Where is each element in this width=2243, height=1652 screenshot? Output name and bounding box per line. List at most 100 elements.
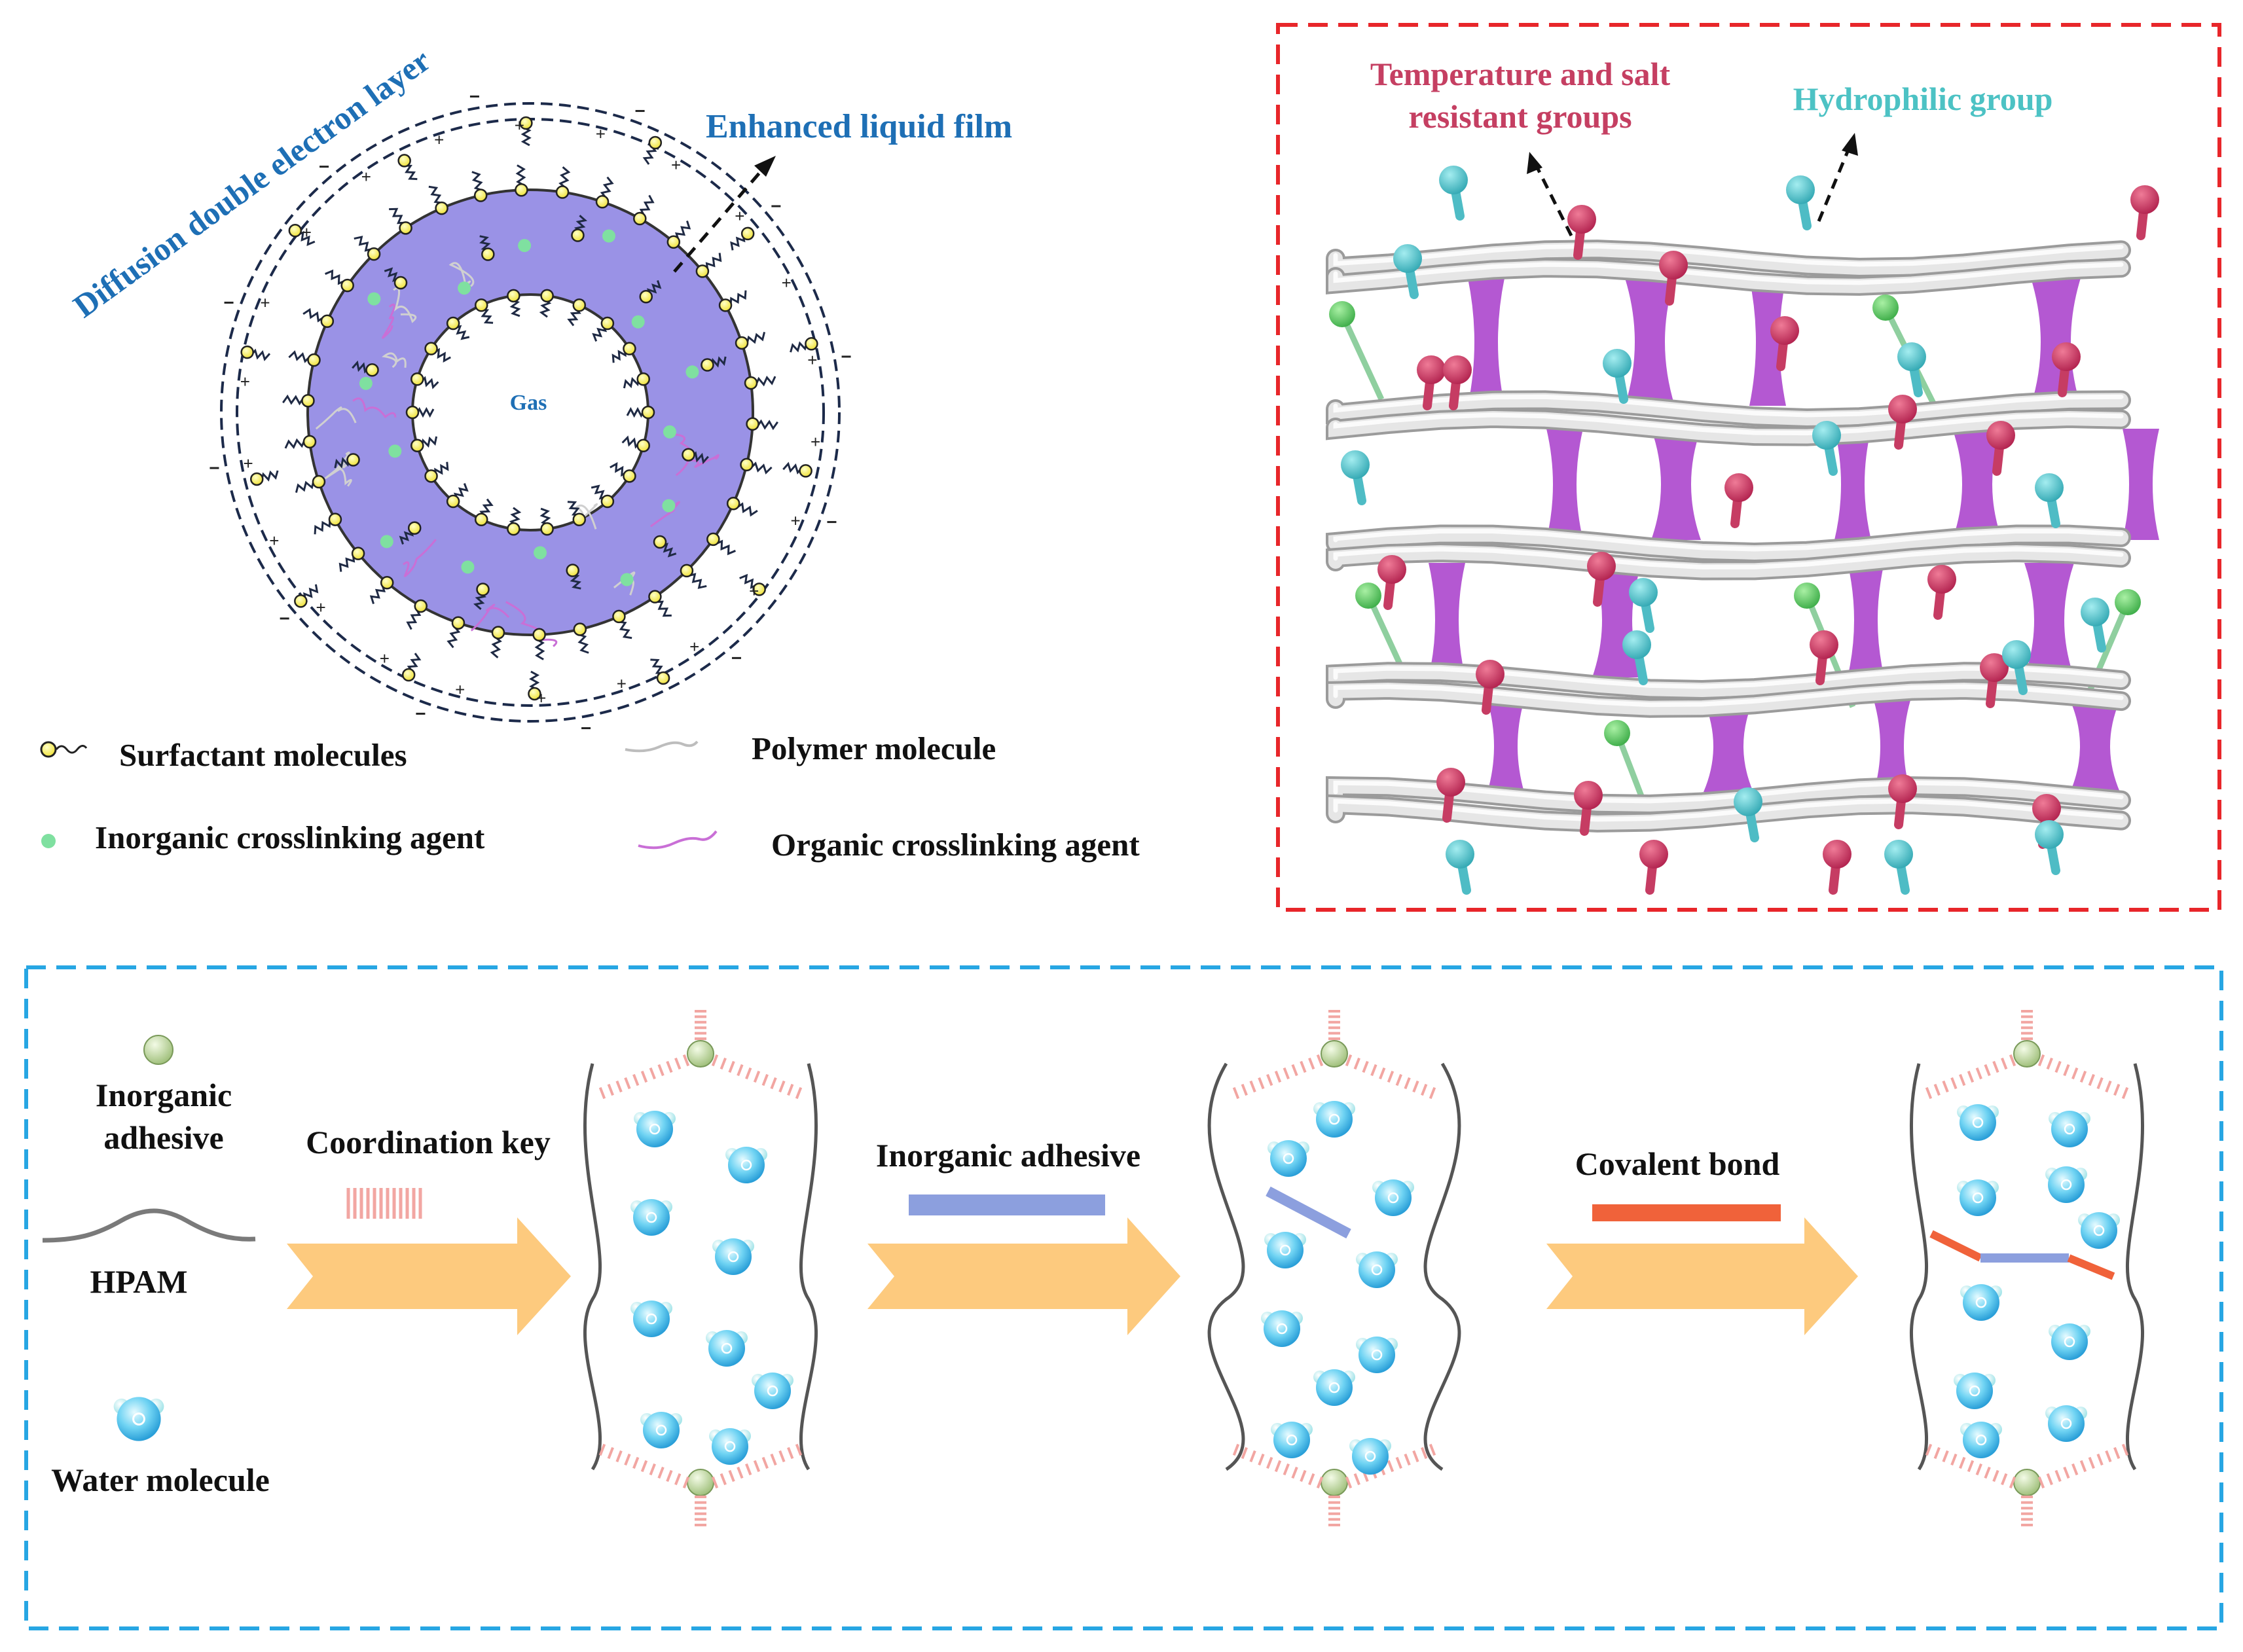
inorganic-crosslink-ball xyxy=(1604,720,1630,746)
water-molecule xyxy=(2049,1111,2090,1147)
water-molecule xyxy=(1954,1373,1996,1409)
inorganic-crosslink-ball xyxy=(1794,583,1820,609)
oxygen-mark xyxy=(1975,1297,1987,1308)
step-2-inorganic-adhesive: Inorganic adhesive xyxy=(867,1137,1180,1335)
coordination-bond-hatch xyxy=(2079,1460,2087,1473)
oxygen-atom xyxy=(2081,1212,2117,1249)
water-molecule xyxy=(1960,1422,2002,1458)
oxygen-atom xyxy=(712,1428,748,1465)
coordination-bond-hatch xyxy=(1421,1446,1428,1460)
coordination-bond-hatch xyxy=(1404,1453,1411,1466)
coordination-bond-hatch xyxy=(1353,1473,1360,1486)
inorganic-adhesive-node xyxy=(687,1040,714,1068)
polymer-strand-highlight xyxy=(1333,412,2124,436)
coordination-bond-hatch xyxy=(2009,1054,2016,1067)
coordination-bond-hatch xyxy=(1967,1460,1975,1473)
hydrophilic-group-ball xyxy=(1897,342,1926,371)
inorganic-legend-icon xyxy=(41,834,56,848)
plus-charge: + xyxy=(596,124,606,143)
oxygen-mark xyxy=(1364,1450,1376,1462)
step-3-covalent-bond: Covalent bond xyxy=(1546,1145,1858,1335)
inorganic-crosslink-ball xyxy=(1355,583,1381,609)
coordination-bond-hatch xyxy=(2063,1064,2070,1077)
coordination-bond-hatch xyxy=(682,1476,690,1489)
surfactant-head xyxy=(302,435,317,449)
inorganic-crosslink-ball xyxy=(2115,589,2141,615)
organic-crosslink-pillar xyxy=(1487,700,1524,792)
polymer-chain xyxy=(448,262,475,287)
oxygen-atom xyxy=(117,1397,161,1441)
covalent-bond-bar-icon xyxy=(1592,1204,1781,1221)
coordination-bond-hatch xyxy=(1232,1086,1240,1100)
surfactant-head xyxy=(805,336,818,351)
hydrophilic-group-ball xyxy=(2081,598,2109,626)
surfactant-head xyxy=(320,314,335,329)
legend-inorganic: Inorganic crosslinking agent xyxy=(95,819,485,855)
surfactant-head xyxy=(491,626,505,639)
water-molecule xyxy=(2049,1323,2090,1360)
plus-charge: + xyxy=(434,130,444,150)
oxygen-mark xyxy=(740,1159,752,1171)
polymer-strand-highlight xyxy=(1333,799,2124,822)
coordination-bond-hatch xyxy=(2088,1073,2095,1086)
surfactant-head xyxy=(706,532,720,547)
hpam-label: HPAM xyxy=(90,1263,187,1300)
coordination-key-icon xyxy=(346,1188,422,1219)
plus-charge: + xyxy=(260,293,270,312)
polymer-strand-highlight xyxy=(1333,529,2124,552)
coordination-bond-hatch xyxy=(632,1073,640,1086)
surfactant-head xyxy=(718,298,733,312)
surfactant-head xyxy=(424,342,438,355)
resistant-group-ball xyxy=(1574,781,1603,810)
resistant-group-ball xyxy=(2130,185,2159,214)
coordination-bond-hatch xyxy=(674,1473,682,1486)
outer-surfactant-layer xyxy=(240,116,818,701)
water-molecule xyxy=(725,1147,767,1183)
coordination-bond-hatch xyxy=(2054,1060,2062,1073)
surfactant-head xyxy=(701,358,714,372)
oxygen-atom xyxy=(754,1373,791,1409)
organic-crosslinker xyxy=(470,603,510,632)
oxygen-mark xyxy=(724,1441,736,1452)
surfactant-head xyxy=(623,469,636,483)
surfactant-head xyxy=(612,609,626,624)
hydrophilic-label: Hydrophilic group xyxy=(1793,81,2053,117)
water-molecule xyxy=(1957,1179,1999,1216)
resistant-group-ball xyxy=(1659,251,1688,279)
coordination-bond-hatch xyxy=(640,1460,648,1473)
organic-crosslink-pillar xyxy=(1749,278,1786,406)
organic-crosslinker xyxy=(686,454,720,469)
coordination-bond-hatch xyxy=(1412,1080,1419,1093)
coordination-bond-hatch xyxy=(1308,1057,1315,1070)
coordination-bond-hatch xyxy=(1959,1073,1966,1086)
hpam-chain-icon xyxy=(42,1208,256,1243)
coordination-bond-hatch xyxy=(778,1080,786,1093)
water-molecule xyxy=(1372,1179,1414,1216)
surfactant-head xyxy=(451,616,465,630)
step-1-coordination: Coordination key xyxy=(287,1124,571,1335)
resistant-group-ball xyxy=(1587,552,1616,581)
coordination-bond-hatch xyxy=(745,1067,752,1080)
resistant-group-ball xyxy=(2032,794,2061,823)
resistant-group-ball xyxy=(1927,565,1956,594)
oxygen-mark xyxy=(1972,1117,1984,1128)
coordination-bond-hatch xyxy=(753,1070,761,1083)
coordination-bond-hatch xyxy=(1933,1446,1941,1460)
coordination-bond-hatch xyxy=(728,1469,735,1482)
temp-salt-label-line1: Temperature and salt xyxy=(1370,56,1671,92)
inorganic-adhesive-sphere xyxy=(143,1035,173,1065)
polymer-strand xyxy=(1328,527,2128,560)
gel-stage-2 xyxy=(1207,1010,1461,1526)
coordination-bond-hatch xyxy=(598,1443,606,1456)
hydrophilic-group-ball xyxy=(1734,787,1762,816)
coordination-bond-hatch xyxy=(598,1086,606,1100)
oxygen-mark xyxy=(767,1385,778,1397)
coordination-bond-hatch xyxy=(2054,1469,2062,1482)
inorganic-crosslink-ball xyxy=(1329,301,1355,327)
inorganic-adhesive-node xyxy=(2013,1040,2041,1068)
inner-surfactant-layer xyxy=(334,215,727,610)
plus-charge: + xyxy=(380,649,390,668)
hydrophilic-group-ball xyxy=(1393,244,1422,273)
inorganic-crosslinker xyxy=(367,292,381,306)
film-pointer-arrowhead xyxy=(754,156,776,177)
